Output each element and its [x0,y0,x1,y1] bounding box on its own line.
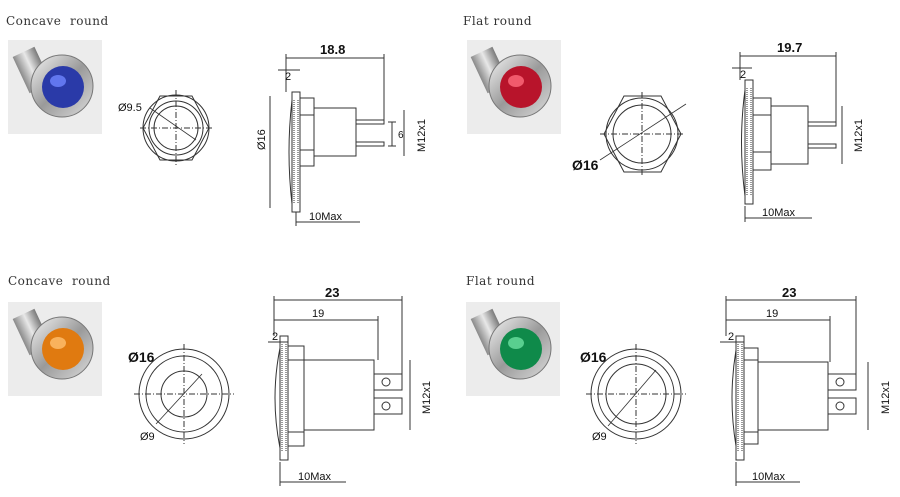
dim-outer-diameter-4: Ø16 [580,349,607,365]
dim-outer-diameter-3: Ø16 [128,349,155,365]
dim-max-4: 10Max [752,471,786,483]
front-view-hex-1 [140,90,212,166]
dim-length-3: 23 [325,285,339,300]
dim-body-length-3: 19 [312,308,324,320]
style-label-flat-bottom: Flat round [466,274,536,288]
side-view-3 [268,296,411,486]
dim-inner-diameter-3: Ø9 [140,431,155,443]
style-label-flat-top: Flat round [463,14,533,28]
photo-orange-led [8,302,102,396]
dim-pin-gap-1: 6 [398,130,404,141]
photo-red-led [467,40,561,134]
dim-length-1: 18.8 [320,42,345,57]
dim-max-1: 10Max [309,211,343,223]
dim-length-4: 23 [782,285,796,300]
side-view-2 [732,52,843,222]
dim-thread-1: M12x1 [416,119,428,152]
style-label-concave-bottom: Concave round [8,274,111,288]
photo-green-led [466,302,560,396]
dim-inner-diameter-1: Ø9.5 [118,102,142,114]
front-view-circle-4 [586,344,686,444]
dim-body-length-4: 19 [766,308,778,320]
front-view-hex-2 [599,92,687,176]
dim-max-3: 10Max [298,471,332,483]
photo-blue-led [8,40,102,134]
style-label-concave-top: Concave round [6,14,109,28]
dim-diameter-1: Ø16 [256,129,268,150]
side-view-4 [720,296,869,486]
front-view-circle-3 [134,344,234,444]
dim-flange-4: 2 [728,331,734,343]
dim-flange-3: 2 [272,331,278,343]
dim-length-2: 19.7 [777,40,802,55]
side-view-1 [269,54,405,226]
dim-thread-3: M12x1 [421,381,433,414]
dim-outer-diameter-2: Ø16 [572,157,599,173]
dim-inner-diameter-4: Ø9 [592,431,607,443]
dim-flange-2: 2 [740,69,746,81]
dim-max-2: 10Max [762,207,796,219]
dim-flange-1: 2 [285,71,291,83]
dim-thread-2: M12x1 [853,119,865,152]
dim-thread-4: M12x1 [880,381,892,414]
